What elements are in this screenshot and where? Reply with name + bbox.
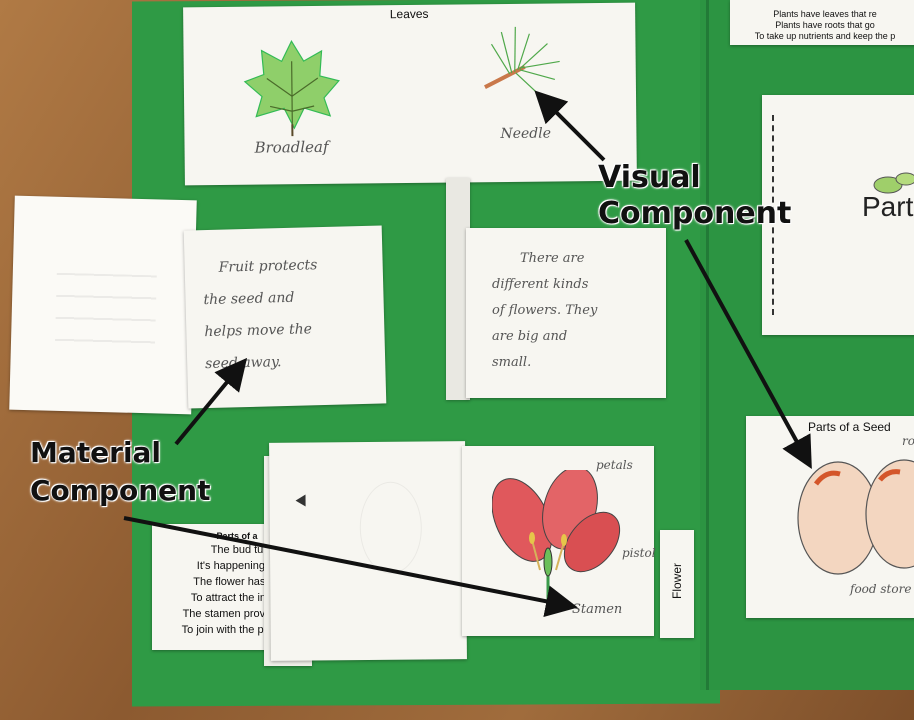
visual-callout-line: Component <box>598 196 792 231</box>
material-component-callout: Material Component <box>30 434 210 510</box>
booklet-spiral-marks <box>772 115 776 315</box>
poem-line: The bud tu <box>210 544 264 556</box>
top-card-line: Plants have leaves that re <box>773 9 877 19</box>
parts-booklet: Part <box>762 95 914 335</box>
material-callout-line: Material <box>30 436 162 469</box>
board-fold-line <box>706 0 709 690</box>
top-text-card: Plants have leaves that re Plants have r… <box>730 0 914 45</box>
seed-illustration <box>796 452 914 586</box>
material-arrow-fruit <box>174 357 248 446</box>
flower-text-line: of flowers. They <box>492 303 598 318</box>
poem-line: To attract the insec <box>190 592 284 604</box>
poem-line: The flower has pe <box>193 576 281 588</box>
flower-tab: Flower <box>660 530 694 638</box>
broadleaf-illustration <box>241 36 342 141</box>
flower-text-line: small. <box>492 355 532 370</box>
poem-line: It's happening th <box>196 560 278 572</box>
flower-illustration <box>491 466 622 614</box>
flower-text-line: There are <box>520 251 585 266</box>
seed-ro-label: ro <box>902 434 914 448</box>
top-card-line: To take up nutrients and keep the p <box>754 31 896 41</box>
flower-text-line: different kinds <box>492 277 589 292</box>
poem-card-title: Parts of a <box>216 531 258 541</box>
top-card-line: Plants have roots that go <box>775 20 875 30</box>
booklet-leaf-illustration <box>870 165 914 209</box>
material-callout-line: Component <box>30 474 211 507</box>
seed-card-title: Parts of a Seed <box>808 420 891 434</box>
seed-card: Parts of a Seed ro food store <box>746 416 914 618</box>
seed-food-label: food store <box>850 582 912 596</box>
visual-arrow-seed <box>684 239 812 470</box>
needle-illustration <box>479 21 570 101</box>
stamen-label: Stamen <box>572 602 623 617</box>
petals-label: petals <box>596 458 633 472</box>
pistol-label: pistol <box>622 546 656 560</box>
parts-booklet-title: Part <box>862 191 914 222</box>
visual-callout-line: Visual <box>598 160 701 195</box>
leaves-card: Leaves Broadleaf Needle <box>183 2 637 186</box>
visual-component-callout: Visual Component <box>598 160 791 232</box>
material-arrow-stamen <box>123 516 578 618</box>
flower-text-line: are big and <box>492 329 568 344</box>
flower-info-card: There are different kinds of flowers. Th… <box>466 228 666 398</box>
visual-arrow-needle <box>534 90 606 162</box>
